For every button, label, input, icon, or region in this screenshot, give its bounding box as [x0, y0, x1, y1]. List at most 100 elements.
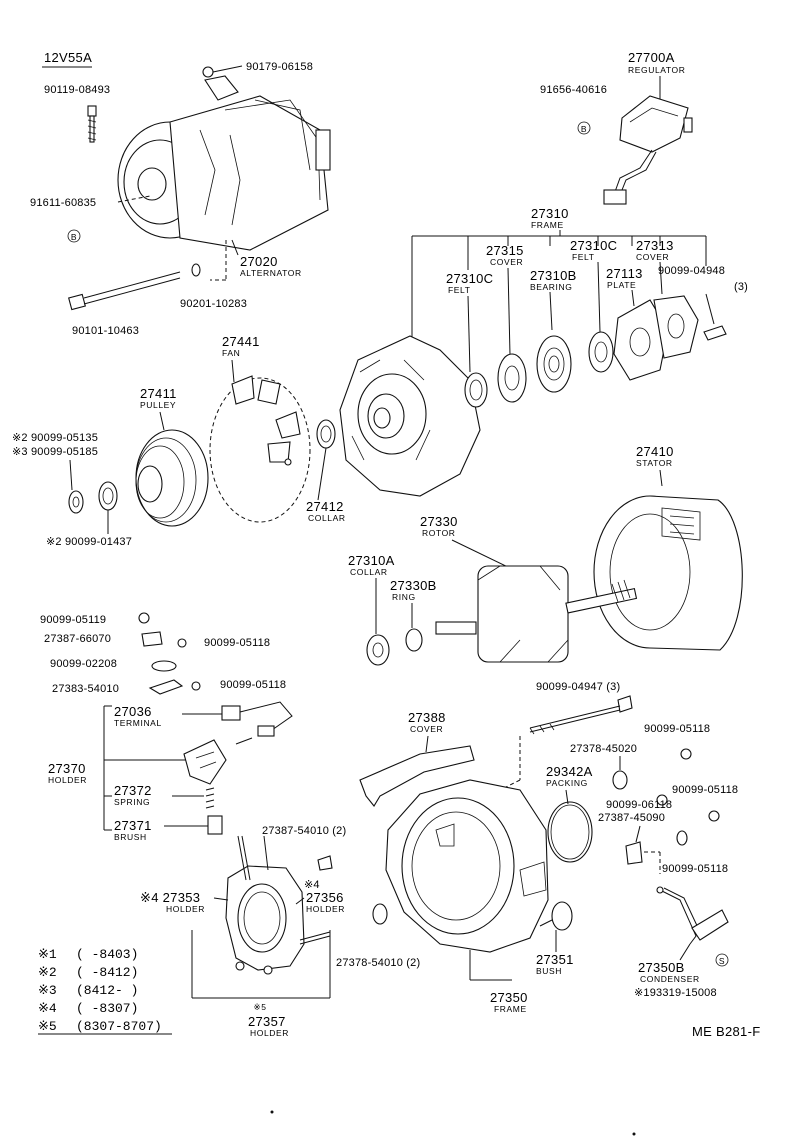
holder-27356-number: 27356	[306, 890, 344, 905]
regulator-caption: REGULATOR	[628, 65, 686, 75]
legend-range-3: (8412- )	[76, 983, 138, 998]
alternator-assembly-drawing	[117, 65, 331, 281]
bush-icon	[612, 770, 628, 790]
part-90201-10283: 90201-10283	[180, 298, 247, 310]
plate-27113-number: 27113	[606, 266, 643, 281]
terminal-part-number: 27036	[114, 704, 152, 719]
insulator-icon-4	[625, 841, 643, 865]
washer-icon-3	[151, 660, 177, 672]
frame-27350-number: 27350	[490, 990, 528, 1005]
long-bolt-icon-2	[529, 695, 633, 735]
nut-icon-2	[138, 612, 150, 624]
b-circle-icon	[577, 121, 591, 135]
frame-part-number: 27310	[531, 206, 569, 221]
model-label: 12V55A	[44, 50, 92, 65]
part-90099-05119: 90099-05119	[40, 614, 106, 626]
legend-mark-1: ※1	[38, 947, 57, 962]
cover-27388-caption: COVER	[410, 724, 443, 734]
frame-27350-caption: FRAME	[494, 1004, 527, 1014]
cover-27313-caption: COVER	[636, 252, 669, 262]
part-90099-04948: 90099-04948	[658, 265, 725, 277]
part-27387-66070: 27387-66070	[44, 633, 111, 645]
legend: ※1 ( -8403) ※2 ( -8412) ※3 (8412- ) ※4 (…	[38, 947, 172, 1035]
s-circle-icon	[715, 953, 729, 967]
holder-27353-number: ※4 27353	[140, 890, 200, 905]
ring-caption: RING	[392, 592, 416, 602]
cover-27388-drawing	[359, 745, 475, 807]
holder-27357-number: 27357	[248, 1014, 286, 1029]
washer-icon-4	[676, 830, 688, 846]
part-27383-54010: 27383-54010	[52, 683, 119, 695]
stator-part-number: 27410	[636, 444, 674, 459]
cover-27315-caption: COVER	[490, 257, 523, 267]
cover-plate-drawing	[653, 295, 699, 359]
legend-mark-4: ※4	[38, 1001, 57, 1016]
stator-drawing	[593, 495, 743, 651]
alternator-caption: ALTERNATOR	[240, 268, 302, 278]
felt-ring	[464, 372, 488, 408]
bush-27351-number: 27351	[536, 952, 574, 967]
part-90119-08493: 90119-08493	[44, 84, 110, 96]
part-27387-45090: 27387-45090	[598, 812, 665, 824]
felt-27310c-2-caption: FELT	[572, 252, 595, 262]
collar2-caption: COLLAR	[350, 567, 388, 577]
holder-27353-caption: HOLDER	[166, 904, 205, 914]
collar-icon	[316, 419, 336, 449]
terminal-drawing	[221, 701, 293, 737]
nut-icon-5	[708, 810, 720, 822]
part-91611-60835: 91611-60835	[30, 197, 96, 209]
cover-27315-number: 27315	[486, 243, 524, 258]
condenser-drawing	[656, 886, 729, 945]
bush-27351-caption: BUSH	[536, 966, 562, 976]
brush-holder-drawing	[183, 737, 253, 835]
washer-icon	[191, 263, 201, 277]
insulator-icon	[141, 631, 163, 647]
collar-caption: COLLAR	[308, 513, 346, 523]
ring-part-number: 27330B	[390, 578, 437, 593]
b-mark: B	[71, 232, 77, 242]
long-bolt-icon	[68, 271, 181, 311]
part-90099-06118: 90099-06118	[606, 799, 672, 811]
cover-27388-number: 27388	[408, 710, 446, 725]
holder-27356-caption: HOLDER	[306, 904, 345, 914]
holder-27370-caption: HOLDER	[48, 775, 87, 785]
packing-ring-icon	[547, 801, 593, 863]
screw-qty: (3)	[734, 281, 748, 293]
fan-part-number: 27441	[222, 334, 260, 349]
rotor-part-number: 27330	[420, 514, 458, 529]
holder-plate-drawing	[225, 835, 331, 975]
holder-27357-mark: ※5	[253, 1002, 266, 1012]
nut-icon-3	[680, 748, 692, 760]
bearing-27310b-number: 27310B	[530, 268, 577, 283]
bolt-icon	[87, 105, 97, 117]
collar-ring-icon	[366, 634, 390, 666]
part-27378-54010: 27378-54010 (2)	[336, 957, 420, 969]
reference-code: ME B281-F	[692, 1024, 760, 1039]
pulley-caption: PULLEY	[140, 400, 176, 410]
legend-range-5: (8307-8707)	[76, 1019, 162, 1034]
regulator-part-number: 27700A	[628, 50, 675, 65]
rotor-drawing	[435, 565, 638, 663]
holder-27356-mark: ※4	[304, 879, 320, 891]
bearing-27310b-caption: BEARING	[530, 282, 572, 292]
holder-27357-caption: HOLDER	[250, 1028, 289, 1038]
nut-icon-4	[656, 794, 668, 806]
felt-27310c-caption: FELT	[448, 285, 471, 295]
part-27378-45020: 27378-45020	[570, 743, 637, 755]
spring-caption: SPRING	[114, 797, 150, 807]
pulley-drawing	[135, 429, 209, 527]
legend-range-1: ( -8403)	[76, 947, 138, 962]
packing-part-number: 29342A	[546, 764, 593, 779]
cover-27313-number: 27313	[636, 238, 674, 253]
washer-icon-2	[98, 481, 118, 511]
legend-mark-2: ※2	[38, 965, 57, 980]
regulator-drawing	[603, 95, 693, 205]
b-circle-icon	[67, 229, 81, 243]
part-washer-90099-01437: ※2 90099-01437	[46, 536, 132, 548]
pulley-part-number: 27411	[140, 386, 177, 401]
brush-part-number: 27371	[114, 818, 152, 833]
part-90099-05118-c: 90099-05118	[644, 723, 710, 735]
rotor-caption: ROTOR	[422, 528, 456, 538]
cover-disc	[497, 353, 527, 403]
